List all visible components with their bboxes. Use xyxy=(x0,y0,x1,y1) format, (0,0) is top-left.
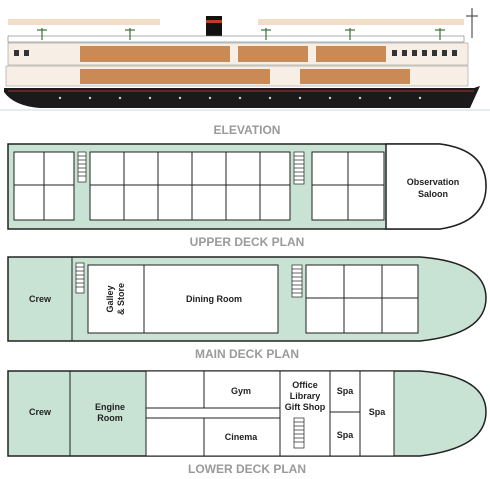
main-stairs-mid xyxy=(291,264,303,298)
upper-cabins-aft xyxy=(13,151,75,221)
funnel-icon xyxy=(206,16,222,42)
engine-room-label-2: Room xyxy=(97,413,123,423)
lower-deck-label: LOWER DECK PLAN xyxy=(188,462,306,476)
portholes xyxy=(58,96,422,100)
office-label-3: Gift Shop xyxy=(285,402,326,412)
upper-deck-plan: Observation Saloon UPPER DECK PLAN xyxy=(7,143,487,249)
upper-deck-label: UPPER DECK PLAN xyxy=(190,235,305,249)
main-stairs-aft xyxy=(75,262,85,294)
upper-cabins-fwd xyxy=(311,151,385,221)
engine-room-label-1: Engine xyxy=(95,402,125,412)
mast-icon xyxy=(466,8,478,38)
hull xyxy=(4,86,480,108)
galley-label-2: & Store xyxy=(116,283,126,315)
upper-stairs-aft xyxy=(77,151,87,183)
observation-saloon xyxy=(385,143,487,230)
main-cabins-fwd xyxy=(305,264,419,334)
lower-stairs xyxy=(293,417,305,449)
office-label-2: Library xyxy=(290,391,321,401)
observation-saloon-label-2: Saloon xyxy=(418,189,448,199)
dining-room-label: Dining Room xyxy=(186,294,242,304)
lower-interior xyxy=(145,370,395,457)
office-label-1: Office xyxy=(292,380,318,390)
upper-deck-windows xyxy=(14,50,457,56)
observation-saloon-label-1: Observation xyxy=(407,177,460,187)
spa-upper-label: Spa xyxy=(337,386,355,396)
upper-stairs-mid xyxy=(293,151,305,185)
elevation-label: ELEVATION xyxy=(214,123,281,137)
sun-deck-railing xyxy=(7,35,465,43)
main-crew-label: Crew xyxy=(29,294,52,304)
upper-cabins-mid xyxy=(89,151,291,221)
galley-label-1: Galley xyxy=(105,285,115,312)
lower-crew-label: Crew xyxy=(29,407,52,417)
spa-bow-label: Spa xyxy=(369,407,387,417)
upper-deck-wood-1 xyxy=(80,46,230,62)
upper-deck-wood-2 xyxy=(238,46,308,62)
spa-lower-label: Spa xyxy=(337,430,355,440)
lower-deck-plan: Crew Engine Room Gym Cinema Office Libra… xyxy=(7,370,487,476)
palm-plants-icon xyxy=(37,28,445,40)
main-deck-label: MAIN DECK PLAN xyxy=(195,347,299,361)
upper-deck-wood-3 xyxy=(316,46,386,62)
main-deck-wood-2 xyxy=(300,69,410,84)
ship-elevation: ELEVATION xyxy=(0,8,490,137)
gym-label: Gym xyxy=(231,386,251,396)
sun-awning-aft xyxy=(8,19,160,25)
sun-awning-fwd xyxy=(258,19,464,25)
cinema-label: Cinema xyxy=(225,432,259,442)
galley-store xyxy=(87,264,145,334)
main-deck-wood-1 xyxy=(80,69,270,84)
dining-room xyxy=(143,264,279,334)
main-deck-plan: Crew Galley & Store Dining Room MAIN DEC… xyxy=(7,256,487,361)
